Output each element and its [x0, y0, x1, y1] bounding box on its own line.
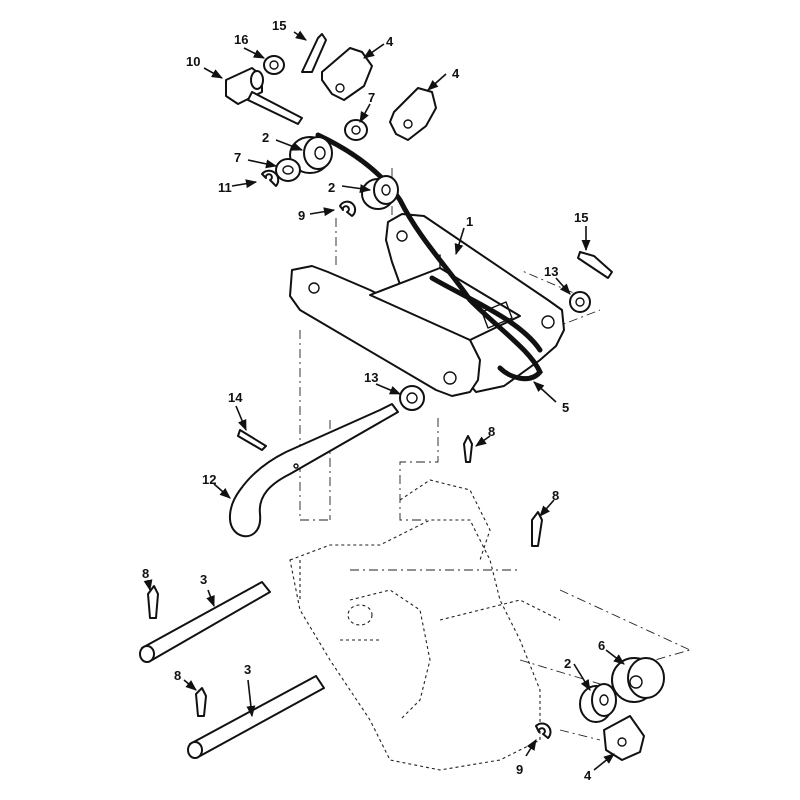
washer-7-a: [275, 158, 301, 182]
callout-4-a: 4: [386, 34, 394, 49]
callout-2-middle: 2: [328, 180, 335, 195]
leader-lines: [143, 30, 625, 771]
callout-12: 12: [202, 472, 216, 487]
callout-5: 5: [562, 400, 569, 415]
callout-labels: 1 2 2 2 3 3 4 4 4 5 6 7 7 8 8 8 8 9 9 10…: [142, 18, 605, 783]
roller-6: [611, 657, 665, 703]
callout-8-a: 8: [488, 424, 495, 439]
callout-6: 6: [598, 638, 605, 653]
callout-11: 11: [218, 180, 232, 195]
cotter-pin-8-d: [195, 687, 207, 717]
callout-14: 14: [228, 390, 243, 405]
cotter-pin-15-top: [301, 33, 327, 73]
callout-9-upper: 9: [298, 208, 305, 223]
callout-3-lower: 3: [244, 662, 251, 677]
ring-9-b: [535, 722, 552, 739]
ghost-lower-linkage: [289, 479, 561, 771]
ring-9-a: [339, 200, 357, 217]
pulley-2-b: [361, 175, 399, 210]
pulley-2-c: [579, 683, 617, 723]
bracket-4-a: [321, 47, 373, 101]
callout-8-d: 8: [174, 668, 181, 683]
callout-10: 10: [186, 54, 200, 69]
cotter-pin-8-a: [463, 435, 473, 463]
callout-3-upper: 3: [200, 572, 207, 587]
callout-2-lower: 2: [564, 656, 571, 671]
cable-lower: [429, 275, 543, 353]
washer-7-b: [344, 119, 368, 141]
cotter-pin-8-c: [147, 585, 159, 619]
cotter-pin-15-right: [577, 251, 613, 279]
callout-1: 1: [466, 214, 473, 229]
cotter-pin-14: [237, 429, 267, 451]
callout-7-right: 7: [368, 90, 375, 105]
callout-8-b: 8: [552, 488, 559, 503]
pin-10: [225, 67, 303, 125]
j-pin-12: [229, 403, 399, 538]
callout-16: 16: [234, 32, 248, 47]
cotter-pin-8-b: [531, 511, 543, 547]
callout-13-right: 13: [544, 264, 558, 279]
callout-7-left: 7: [234, 150, 241, 165]
pin-3-b: [187, 675, 325, 759]
washer-16: [263, 55, 285, 75]
callout-9-lower: 9: [516, 762, 523, 777]
pin-3-a: [139, 581, 271, 663]
washer-13-b: [399, 385, 425, 411]
phantom-alignment-lines: [299, 168, 691, 741]
cable: [315, 132, 543, 382]
callout-2-upper: 2: [262, 130, 269, 145]
callout-13-left: 13: [364, 370, 378, 385]
callout-15-right: 15: [574, 210, 588, 225]
washer-13-a: [569, 291, 591, 313]
ring-11: [261, 169, 280, 187]
callout-15-top: 15: [272, 18, 286, 33]
callout-8-c: 8: [142, 566, 149, 581]
bracket-4-b: [389, 87, 437, 141]
callout-4-b: 4: [452, 66, 460, 81]
bracket-4-c: [603, 715, 645, 761]
callout-4-c: 4: [584, 768, 592, 783]
